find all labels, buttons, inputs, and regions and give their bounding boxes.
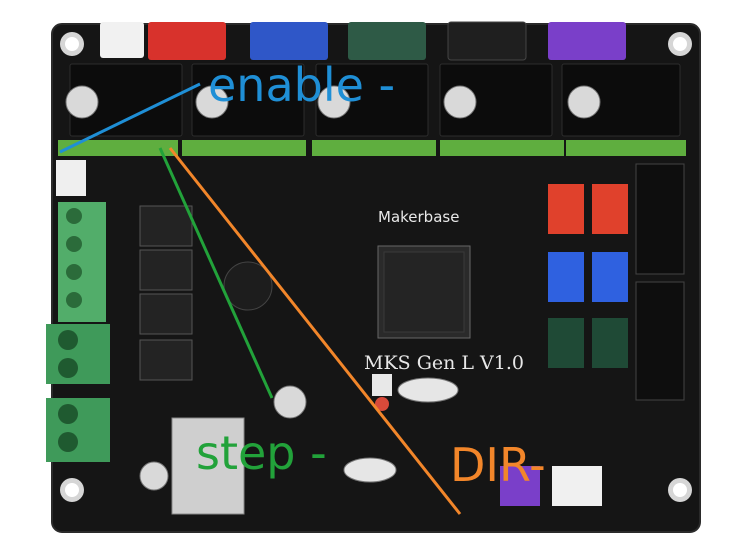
capacitors <box>65 85 601 491</box>
mounting-holes <box>60 32 692 502</box>
brand-silkscreen: Makerbase <box>378 208 460 226</box>
step-label: step - <box>196 426 327 480</box>
dir-label: DIR- <box>450 438 546 492</box>
right-connectors <box>548 163 685 401</box>
bottom-parts <box>171 374 602 515</box>
mosfets <box>139 205 193 381</box>
driver-sockets <box>69 63 681 137</box>
power-terminals <box>46 160 110 462</box>
dir-line <box>168 147 462 515</box>
step-line <box>158 147 274 399</box>
top-connectors <box>100 21 626 61</box>
green-headers <box>58 140 686 156</box>
enable-line <box>59 82 201 154</box>
enable-label: enable - <box>208 58 396 112</box>
model-silkscreen: MKS Gen L V1.0 <box>364 352 524 374</box>
inductor <box>223 261 273 311</box>
